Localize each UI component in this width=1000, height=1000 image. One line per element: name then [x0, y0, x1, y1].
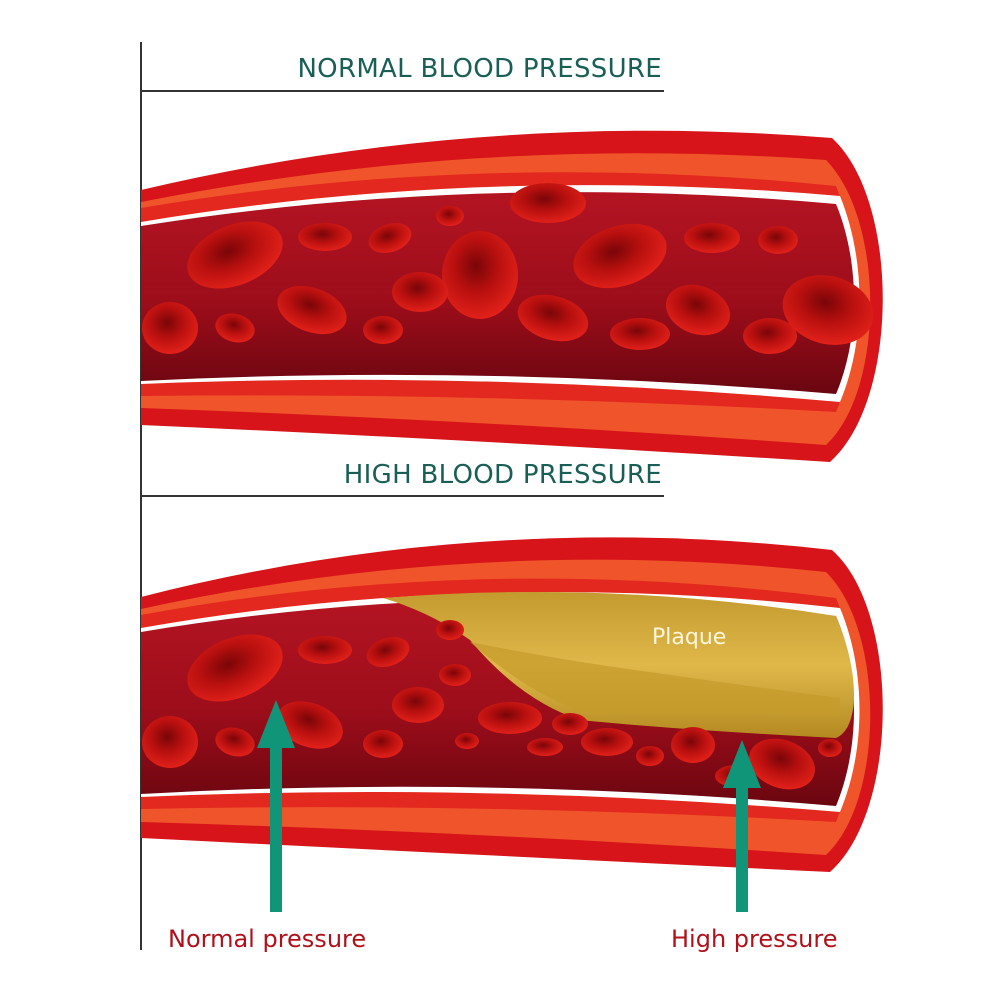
red-blood-cell-icon: [455, 733, 479, 749]
red-blood-cell-icon: [392, 272, 448, 312]
red-blood-cell-icon: [392, 687, 444, 723]
plaque-label: Plaque: [652, 625, 727, 650]
high-pressure-label: High pressure: [671, 925, 838, 953]
red-blood-cell-icon: [363, 730, 403, 758]
normal-blood-pressure-title: NORMAL BLOOD PRESSURE: [297, 54, 662, 84]
red-blood-cell-icon: [665, 284, 731, 336]
red-blood-cell-icon: [782, 275, 874, 345]
red-blood-cell-icon: [743, 318, 797, 354]
red-blood-cell-icon: [442, 231, 518, 319]
red-blood-cell-icon: [142, 716, 198, 768]
red-blood-cell-icon: [436, 620, 464, 640]
red-blood-cell-icon: [552, 713, 588, 735]
red-blood-cell-icon: [527, 738, 563, 756]
red-blood-cell-icon: [610, 318, 670, 350]
normal-pressure-label: Normal pressure: [168, 925, 367, 953]
normal-pressure-arrow: [257, 700, 295, 912]
red-blood-cell-icon: [573, 223, 667, 289]
red-blood-cell-icon: [277, 285, 347, 335]
red-blood-cell-icon: [142, 302, 198, 354]
red-blood-cell-icon: [187, 634, 283, 702]
red-blood-cell-icon: [298, 636, 352, 664]
red-blood-cell-icon: [363, 316, 403, 344]
red-blood-cell-icon: [368, 223, 412, 253]
red-blood-cell-icon: [215, 727, 255, 757]
red-blood-cell-icon: [215, 313, 255, 343]
red-blood-cell-icon: [478, 702, 542, 734]
red-blood-cell-icon: [581, 728, 633, 756]
red-blood-cell-icon: [671, 727, 715, 763]
red-blood-cell-icon: [818, 739, 842, 757]
red-blood-cell-icon: [436, 206, 464, 226]
arrow-up-icon: [723, 740, 761, 788]
arrow-up-icon: [257, 700, 295, 748]
red-blood-cell-icon: [758, 226, 798, 254]
high-blood-pressure-title: HIGH BLOOD PRESSURE: [343, 460, 662, 490]
red-blood-cell-icon: [187, 221, 283, 289]
red-blood-cell-icon: [636, 746, 664, 766]
red-blood-cell-icon: [366, 637, 410, 667]
red-blood-cell-icon: [684, 223, 740, 253]
normal-blood-cells: [142, 183, 874, 354]
high-pressure-blood-cells: [142, 620, 842, 790]
plaque-deposit: [383, 592, 854, 738]
red-blood-cell-icon: [510, 183, 586, 223]
red-blood-cell-icon: [277, 701, 343, 749]
high-pressure-arrow: [723, 740, 761, 912]
arrow-up-icon-shaft: [270, 740, 282, 912]
red-blood-cell-icon: [439, 664, 471, 686]
red-blood-cell-icon: [749, 738, 815, 790]
red-blood-cell-icon: [298, 223, 352, 251]
red-blood-cell-icon: [517, 294, 589, 342]
arrow-up-icon-shaft: [736, 780, 748, 912]
